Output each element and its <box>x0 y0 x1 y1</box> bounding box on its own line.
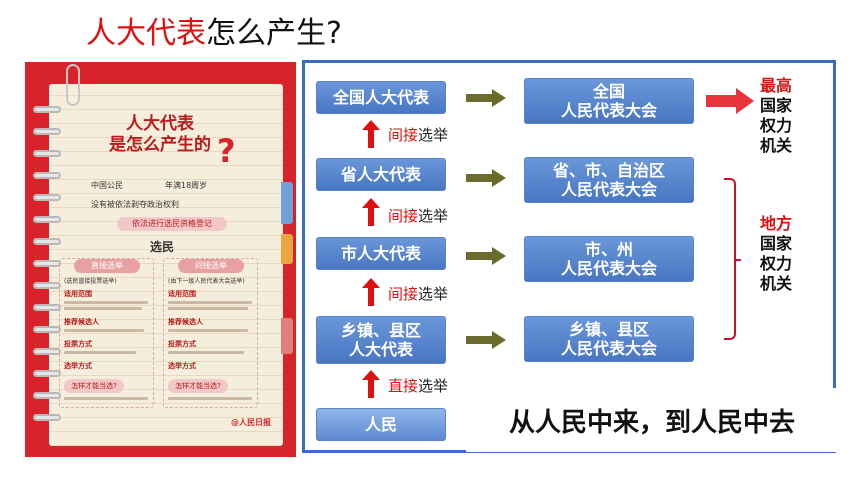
election-label: 直接选举 <box>388 375 448 396</box>
election-label: 间接选举 <box>388 205 448 226</box>
text-line <box>168 307 248 310</box>
text-line <box>64 329 144 332</box>
binder-ring-icon <box>33 392 61 399</box>
binder-ring-icon <box>33 282 61 289</box>
supreme-word: 最高 <box>759 76 792 95</box>
binder-ring-icon <box>33 172 61 179</box>
box-npc: 全国 人民代表大会 <box>524 78 694 124</box>
text-line <box>168 301 252 304</box>
up-arrow-icon <box>362 198 380 226</box>
poster-logo: @人民日报 <box>231 418 271 427</box>
election-type: 间接 <box>388 285 419 303</box>
election-word: 选举 <box>418 377 449 395</box>
binder-ring-icon <box>33 370 61 377</box>
election-type: 直接 <box>388 377 419 395</box>
binder-ring-icon <box>33 304 61 311</box>
box-city-deputy: 市人大代表 <box>316 237 446 270</box>
binder-ring-icon <box>33 106 61 113</box>
box-township-deputy: 乡镇、县区 人大代表 <box>316 316 446 364</box>
box-national-deputy: 全国人大代表 <box>316 81 446 114</box>
red-right-arrow-icon <box>706 88 754 114</box>
poster-indirect-title: 间接选举 <box>178 259 244 273</box>
text-line <box>64 301 148 304</box>
box-people: 人民 <box>316 408 446 441</box>
poster-row1-right: 年满18周岁 <box>165 181 208 190</box>
supreme-authority-label: 最高 国家 权力 机关 <box>756 76 796 156</box>
authority-words: 国家 权力 机关 <box>759 234 792 293</box>
local-authority-label: 地方 国家 权力 机关 <box>756 214 796 294</box>
authority-words: 国家 权力 机关 <box>759 96 792 155</box>
election-type: 间接 <box>388 126 419 144</box>
paperclip-icon <box>66 64 80 106</box>
poster-image: 人大代表 是怎么产生的 ? 中国公民 年满18周岁 没有被依法剥夺政治权利 依法… <box>25 62 296 457</box>
binder-ring-icon <box>33 150 61 157</box>
poster-direct-sub: (选民直接投票选举) <box>64 278 117 285</box>
local-bracket <box>724 178 741 340</box>
poster-how-label: 怎样才能当选? <box>64 379 124 393</box>
text-line <box>168 351 244 354</box>
poster-indirect-item: 选举方式 <box>168 362 196 370</box>
binder-ring-icon <box>33 260 61 267</box>
election-word: 选举 <box>418 285 449 303</box>
index-tab <box>281 182 293 224</box>
poster-direct-item: 适用范围 <box>64 290 92 298</box>
election-word: 选举 <box>418 126 449 144</box>
election-label: 间接选举 <box>388 124 448 145</box>
binder-ring-icon <box>33 348 61 355</box>
binder-ring-icon <box>33 414 61 421</box>
index-tab <box>281 234 293 264</box>
up-arrow-icon <box>362 120 380 148</box>
binder-ring-icon <box>33 128 61 135</box>
title-black-part: 怎么产生? <box>206 16 342 51</box>
election-word: 选举 <box>418 207 449 225</box>
text-line <box>168 397 252 400</box>
right-arrow-icon <box>466 89 506 107</box>
poster-row3: 依法进行选民资格登记 <box>117 217 227 231</box>
election-type: 间接 <box>388 207 419 225</box>
text-line <box>64 307 142 310</box>
poster-direct-item: 选举方式 <box>64 362 92 370</box>
up-arrow-icon <box>362 370 380 398</box>
local-word: 地方 <box>759 214 792 233</box>
poster-heading: 人大代表 是怎么产生的 <box>109 114 211 155</box>
poster-voter: 选民 <box>150 240 175 254</box>
up-arrow-icon <box>362 278 380 306</box>
motto-text: 从人民中来，到人民中去 <box>466 388 838 452</box>
box-city-congress: 市、州 人民代表大会 <box>524 236 694 282</box>
title-red-part: 人大代表 <box>86 16 206 51</box>
poster-direct-column: 直接选举 (选民直接投票选举) 适用范围 推荐候选人 投票方式 选举方式 怎样才… <box>59 258 154 408</box>
poster-indirect-column: 间接选举 (由下一级人民代表大会选举) 适用范围 推荐候选人 投票方式 选举方式… <box>163 258 258 408</box>
box-provincial-deputy: 省人大代表 <box>316 158 446 191</box>
poster-direct-title: 直接选举 <box>74 259 140 273</box>
right-arrow-icon <box>466 247 506 265</box>
text-line <box>64 397 148 400</box>
box-township-congress: 乡镇、县区 人民代表大会 <box>524 316 694 362</box>
poster-row2: 没有被依法剥夺政治权利 <box>91 200 179 209</box>
text-line <box>168 329 248 332</box>
binder-ring-icon <box>33 194 61 201</box>
page-title: 人大代表怎么产生? <box>86 14 342 54</box>
poster-indirect-sub: (由下一级人民代表大会选举) <box>168 278 245 285</box>
binder-ring-icon <box>33 238 61 245</box>
poster-indirect-item: 适用范围 <box>168 290 196 298</box>
index-tab <box>281 318 293 354</box>
poster-question-mark: ? <box>217 132 236 170</box>
binder-ring-icon <box>33 216 61 223</box>
poster-indirect-item: 投票方式 <box>168 340 196 348</box>
poster-direct-item: 推荐候选人 <box>64 318 99 326</box>
poster-row1-left: 中国公民 <box>91 181 123 190</box>
right-arrow-icon <box>466 169 506 187</box>
right-arrow-icon <box>466 331 506 349</box>
election-label: 间接选举 <box>388 283 448 304</box>
binder-ring-icon <box>33 326 61 333</box>
poster-indirect-item: 推荐候选人 <box>168 318 203 326</box>
box-provincial-congress: 省、市、自治区 人民代表大会 <box>524 157 694 203</box>
poster-direct-item: 投票方式 <box>64 340 92 348</box>
poster-how-label: 怎样才能当选? <box>168 379 228 393</box>
text-line <box>64 351 136 354</box>
